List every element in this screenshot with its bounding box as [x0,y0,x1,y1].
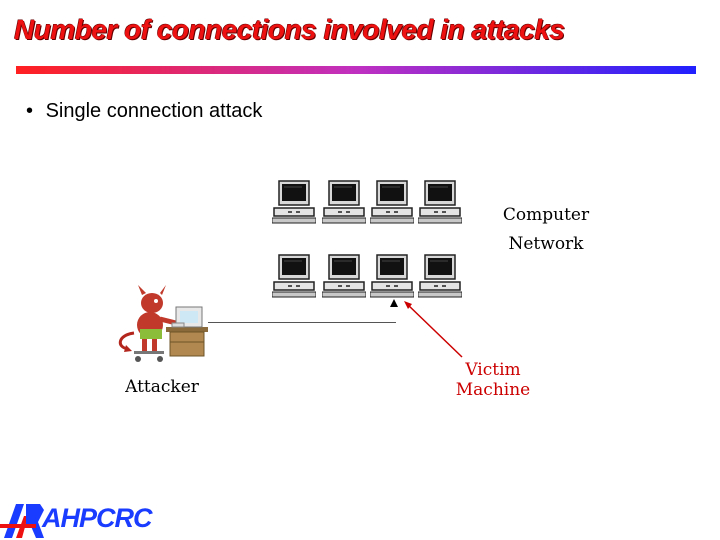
attack-connection-line [208,322,396,323]
computer-icon [322,254,366,298]
network-label-line2: Network [508,234,584,254]
logo-text: AHPCRC [42,503,153,533]
slide-title: Number of connections involved in attack… [14,14,565,45]
victim-label: Victim Machine [455,360,531,400]
computer-icon [418,254,462,298]
computer-icon [272,254,316,298]
title-underline-bar [16,66,696,74]
victim-arrow [390,299,463,358]
victim-pointer-icon [390,299,398,307]
victim-arrow-line [405,302,463,358]
victim-arrowhead-icon [404,301,412,309]
computer-icon [272,180,316,224]
network-label-line1: Computer [502,205,590,225]
ahpcrc-logo-icon [0,504,44,538]
computer-icon [418,180,462,224]
computer-icon [370,254,414,298]
bullet-dot-icon: • [26,100,34,122]
computer-icon [370,180,414,224]
attacker-label: Attacker [125,377,199,397]
computer-icon [322,180,366,224]
bullet-text: Single connection attack [45,100,263,122]
attacker-devil-icon [118,285,208,362]
bullet-item: • Single connection attack [26,100,262,123]
